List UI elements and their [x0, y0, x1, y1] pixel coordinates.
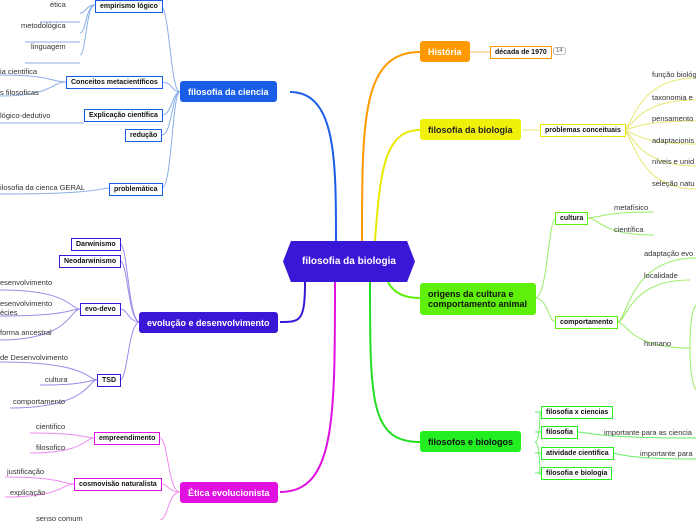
- node-comportamento-left[interactable]: comportamento: [13, 397, 66, 406]
- node-importante-para[interactable]: importante para: [640, 449, 693, 458]
- node-cultura-left[interactable]: cultura: [45, 375, 68, 384]
- node-filosofia[interactable]: filosofia: [541, 426, 578, 439]
- node-metodologica[interactable]: metodológica: [21, 21, 66, 30]
- node-empreendimento[interactable]: empreendimento: [94, 432, 161, 445]
- node-metafisico[interactable]: metafísico: [614, 203, 649, 212]
- node-taxonomia[interactable]: taxonomia e: [652, 93, 693, 102]
- node-s-filosoficas[interactable]: s filosoficas: [0, 88, 39, 97]
- topic-filosofia-da-biologia[interactable]: filosofia da biologia: [420, 119, 521, 140]
- node-problemas-conceituais[interactable]: problemas conceituais: [540, 124, 626, 137]
- node-forma-ancestral[interactable]: forma ancestral: [0, 328, 52, 337]
- node-cosmovisao-naturalista[interactable]: cosmovisão naturalista: [74, 478, 162, 491]
- topic-historia[interactable]: História: [420, 41, 470, 62]
- node-adaptacionismo[interactable]: adaptacionis: [652, 136, 695, 145]
- node-atividade-cientifica[interactable]: atividade cientifica: [541, 447, 614, 460]
- node-comportamento-right[interactable]: comportamento: [555, 316, 618, 329]
- node-especies[interactable]: écies: [0, 308, 18, 317]
- topic-filosofia-da-ciencia[interactable]: filosofia da ciencia: [180, 81, 277, 102]
- node-pensamento[interactable]: pensamento: [652, 114, 694, 123]
- node-explicacao-cientifica[interactable]: Explicação científica: [84, 109, 163, 122]
- node-teoria-desenvolvimento[interactable]: de Desenvolvimento: [0, 353, 68, 362]
- node-filosofia-ciencia-geral[interactable]: ilosofia da cienca GERAL: [0, 183, 86, 192]
- central-topic[interactable]: filosofia da biologia: [283, 241, 415, 282]
- node-explicacao[interactable]: explicação: [10, 488, 46, 497]
- node-neodarwinismo[interactable]: Neodarwinismo: [59, 255, 122, 268]
- node-cultura-right[interactable]: cultura: [555, 212, 589, 225]
- topic-etica-evolucionista[interactable]: Ética evolucionista: [180, 482, 278, 503]
- topic-evolucao-e-desenvolvimento[interactable]: evolução e desenvolvimento: [139, 312, 278, 333]
- node-adaptacao-evolutiva[interactable]: adaptação evo: [644, 249, 694, 258]
- node-cientifica[interactable]: científica: [614, 225, 644, 234]
- node-cientifico[interactable]: cientifico: [36, 422, 66, 431]
- node-funcao-biologica[interactable]: função biológ: [652, 70, 696, 79]
- node-filosofico[interactable]: filosofico: [36, 443, 66, 452]
- node-desenvolvimento-1[interactable]: esenvolvimento: [0, 278, 53, 287]
- node-desenvolvimento-2[interactable]: esenvolvimento: [0, 299, 53, 308]
- node-localidade[interactable]: localidade: [644, 271, 678, 280]
- node-selecao-natural[interactable]: seleção natu: [652, 179, 695, 188]
- node-conceitos-metacientificos[interactable]: Conceitos metacientíficos: [66, 76, 163, 89]
- node-filosofia-e-biologia[interactable]: filosofia e biologia: [541, 467, 613, 480]
- node-senso-comum[interactable]: senso comum: [36, 514, 83, 523]
- node-hipotetico-dedutivo[interactable]: lógico-dedutivo: [0, 111, 51, 120]
- node-empirismo-logico[interactable]: empirismo lógico: [95, 0, 163, 13]
- node-darwinismo[interactable]: Darwinismo: [71, 238, 121, 251]
- node-reducao[interactable]: redução: [125, 129, 163, 142]
- node-decada-de-1970[interactable]: década de 1970: [490, 46, 552, 59]
- node-etica[interactable]: ética: [50, 0, 66, 9]
- node-justificacao[interactable]: justificação: [7, 467, 45, 476]
- node-importante-ciencias[interactable]: importante para as ciencia: [604, 428, 692, 437]
- node-niveis-e-unidades[interactable]: níveis e unid: [652, 157, 695, 166]
- node-tsd[interactable]: TSD: [97, 374, 121, 387]
- node-filosofia-x-ciencias[interactable]: filosofia x ciencias: [541, 406, 614, 419]
- node-linguagem[interactable]: linguagem: [31, 42, 66, 51]
- node-count-badge: 14: [553, 47, 566, 55]
- node-humano[interactable]: humano: [644, 339, 672, 348]
- node-evo-devo[interactable]: evo-devo: [80, 303, 121, 316]
- node-ia-cientifica[interactable]: ia cientifica: [0, 67, 38, 76]
- topic-filosofos-e-biologos[interactable]: filosofos e biologos: [420, 431, 521, 452]
- node-problematica[interactable]: problemática: [109, 183, 163, 196]
- topic-origens-da-cultura[interactable]: origens da cultura e comportamento anima…: [420, 283, 536, 315]
